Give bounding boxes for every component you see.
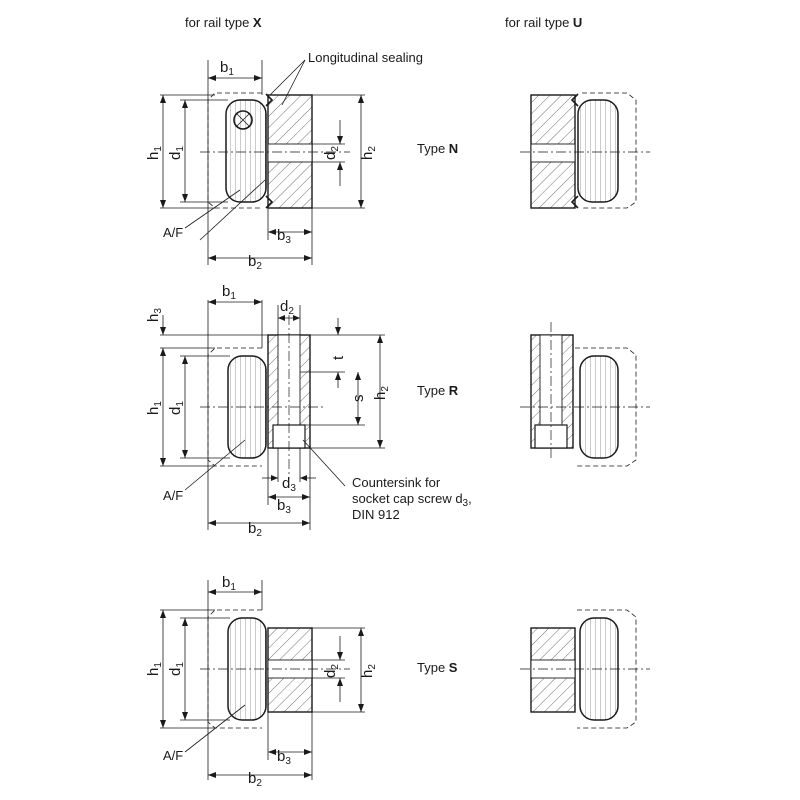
type-n-rail-u-view [520,92,650,209]
dim-h1-s: h1 [145,662,164,676]
dim-b3-s: b3 [277,748,291,767]
dim-b3-n: b3 [277,227,291,246]
longitudinal-sealing-label: Longitudinal sealing [308,50,423,65]
type-s-rail-x-view [160,580,365,780]
dim-b1-n: b1 [220,59,234,78]
dim-d1-s: d1 [167,662,186,676]
dim-h1-n: h1 [145,146,164,160]
header-rail-u: for rail type U [505,15,582,30]
header-rail-x: for rail type X [185,15,262,30]
dim-b2-s: b2 [248,770,262,789]
dim-h3-r: h3 [145,308,164,322]
type-r-rail-u-view [520,322,650,467]
dim-s-r: s [350,395,367,403]
countersink-line1: Countersink for [352,475,441,490]
countersink-line2: socket cap screw d3, [352,491,472,509]
type-s-label: Type S [417,660,458,675]
dim-b2-n: b2 [248,253,262,272]
dim-d3-r: d3 [282,475,296,494]
dim-h2-r: h2 [372,386,391,400]
af-label-s: A/F [163,748,183,763]
dim-b1-r: b1 [222,283,236,302]
type-s-rail-u-view [520,609,650,729]
dim-h1-r: h1 [145,401,164,415]
dim-b3-r: b3 [277,497,291,516]
dim-b2-r: b2 [248,520,262,539]
type-n-rail-x-view [160,59,365,265]
dim-d1-r: d1 [167,401,186,415]
af-label-n: A/F [163,225,183,240]
dim-t-r: t [330,355,347,360]
dim-b1-s: b1 [222,574,236,593]
type-r-rail-x-view [160,299,385,530]
dim-h2-s: h2 [359,664,378,678]
dim-d2-n: d2 [322,146,341,160]
dim-d2-s: d2 [322,664,341,678]
countersink-line3: DIN 912 [352,507,400,522]
dim-d1-n: d1 [167,146,186,160]
dim-d2-r: d2 [280,298,294,317]
type-n-label: Type N [417,141,458,156]
dim-h2-n: h2 [359,146,378,160]
type-r-label: Type R [417,383,459,398]
af-label-r: A/F [163,488,183,503]
